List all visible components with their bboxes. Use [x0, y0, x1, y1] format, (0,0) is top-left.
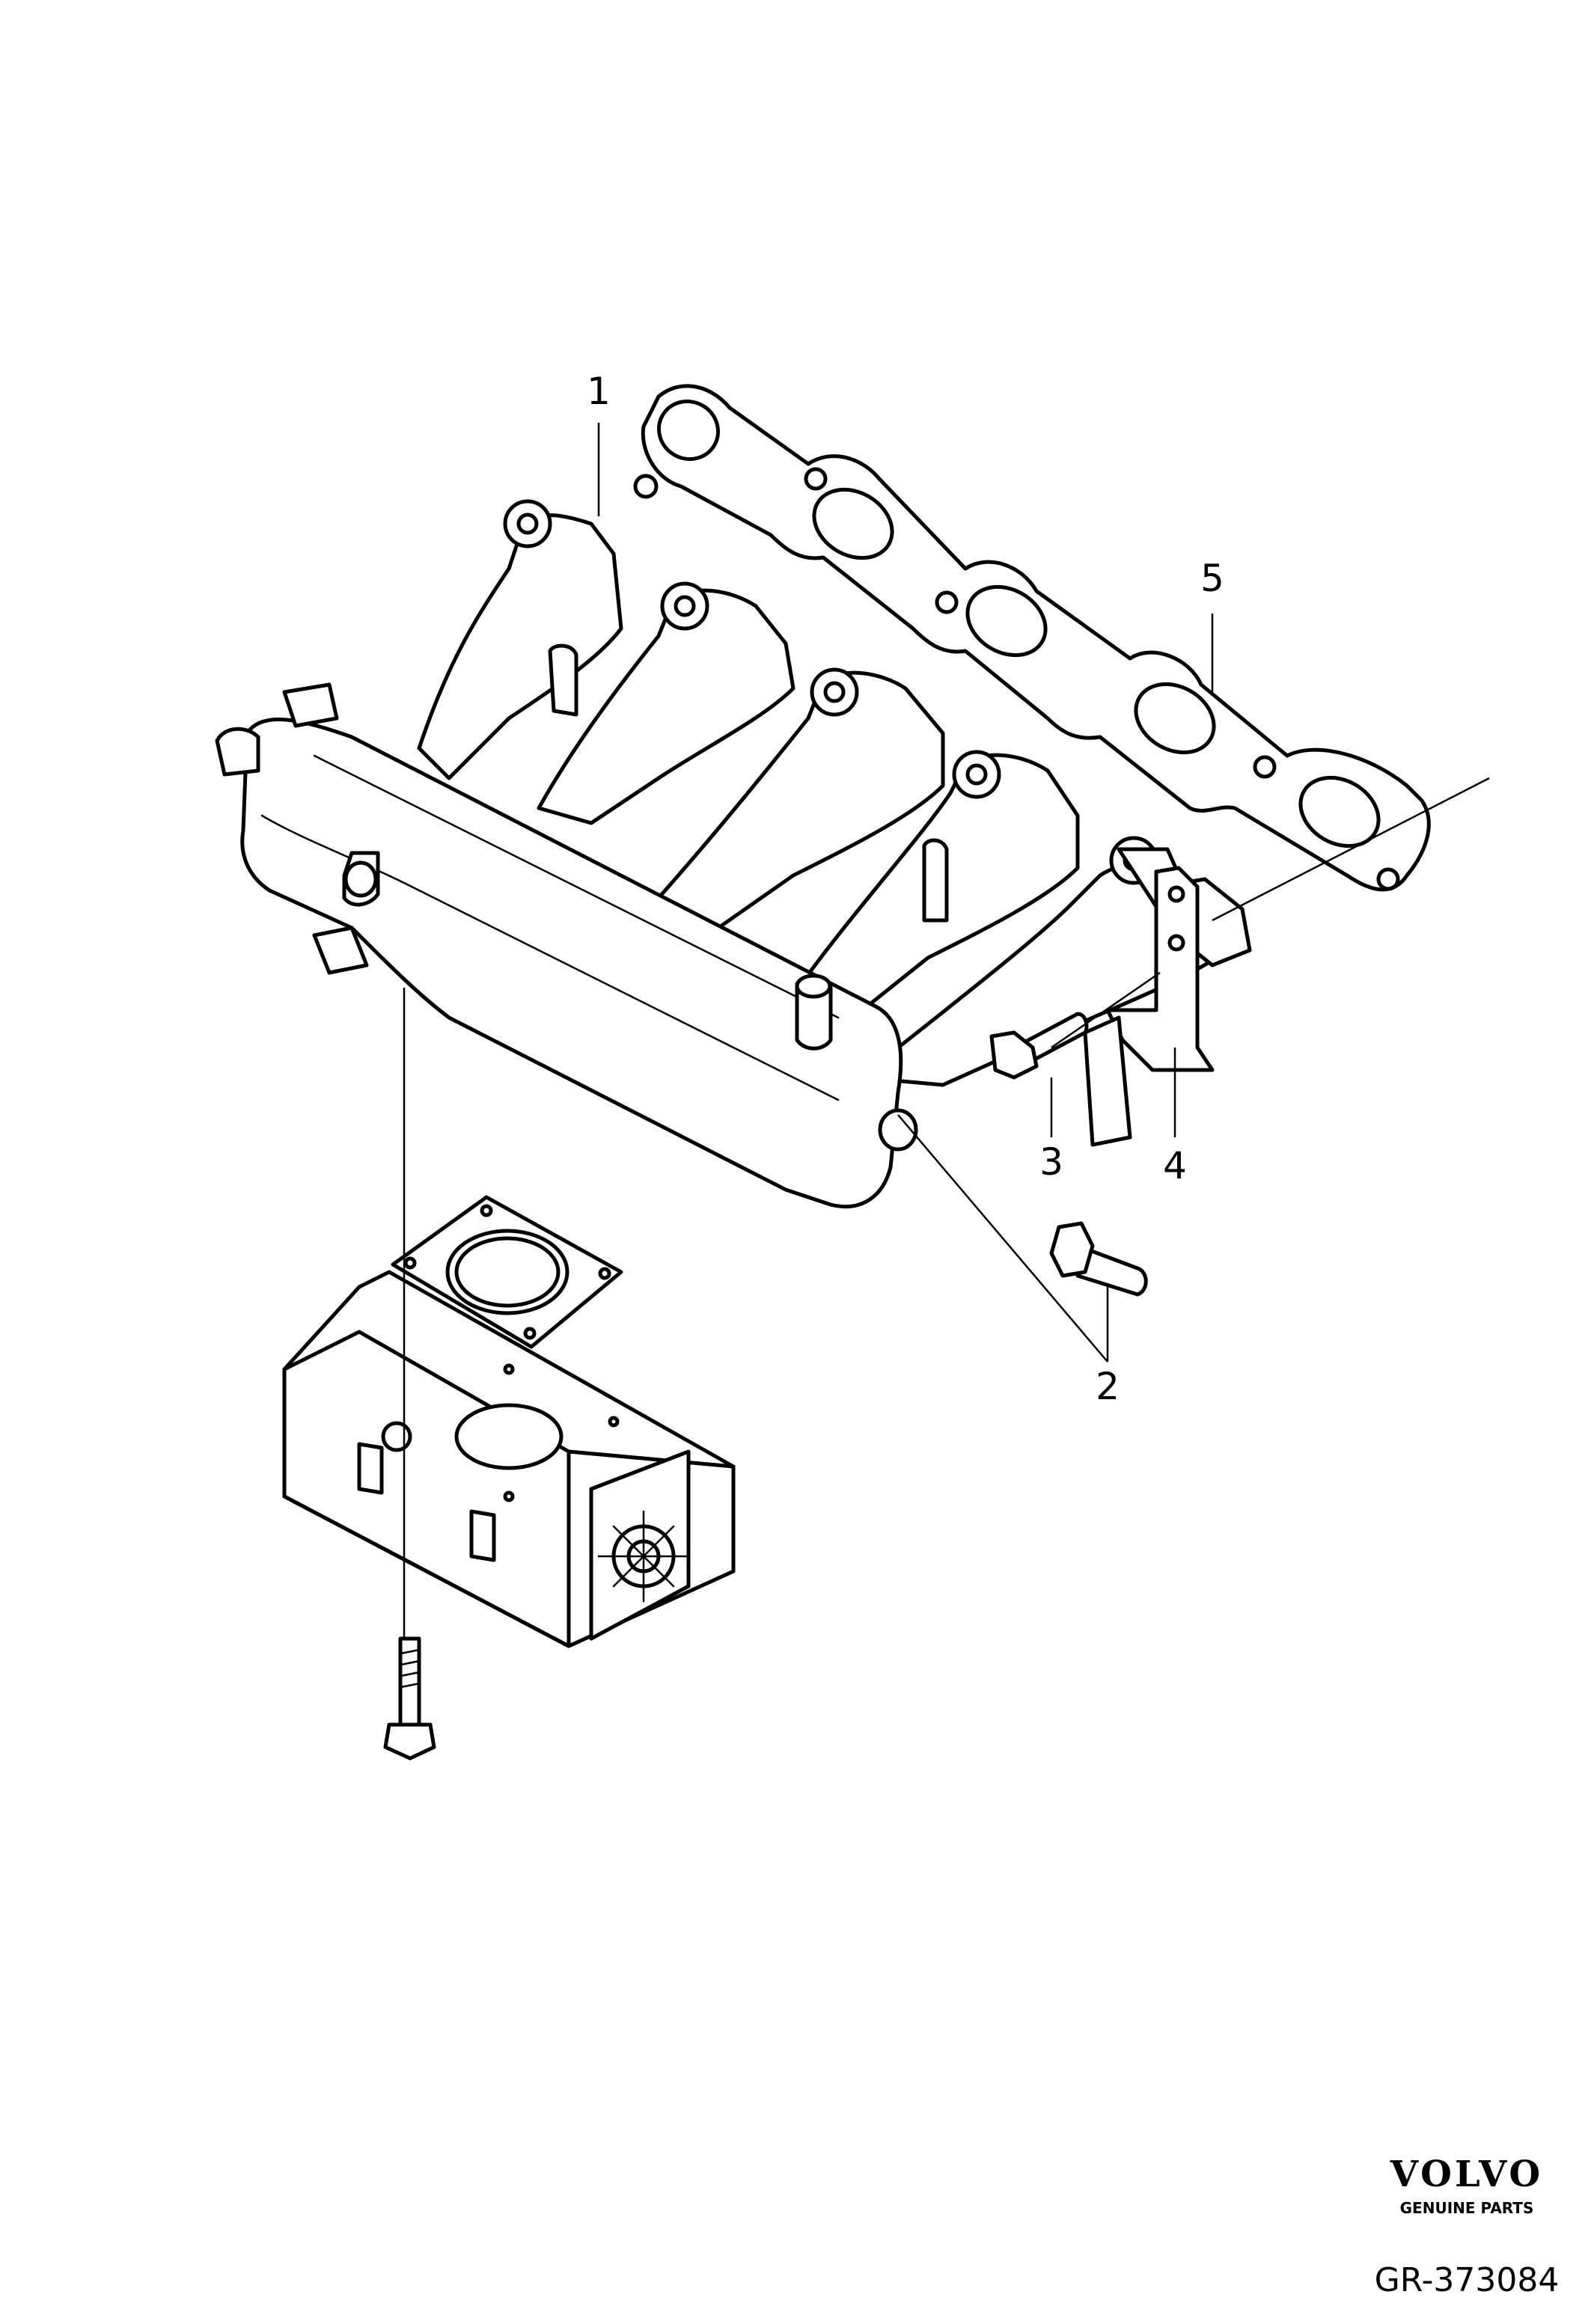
- bracket: [1083, 866, 1215, 1147]
- callout-4: 4: [1163, 1144, 1187, 1187]
- leader-4b: [1212, 777, 1490, 922]
- leader-3b: [1051, 971, 1161, 1049]
- brand-logo: VOLVO: [1390, 2153, 1543, 2195]
- intake-manifold: [215, 499, 1252, 1209]
- throttle-housing: [282, 1270, 736, 1648]
- bolt: [1049, 1221, 1148, 1297]
- brand-tagline: GENUINE PARTS: [1400, 2199, 1534, 2217]
- intake-manifold-gasket: [633, 384, 1431, 892]
- callout-3: 3: [1039, 1140, 1063, 1184]
- callout-5: 5: [1200, 557, 1224, 600]
- reference-code: GR-373084: [1375, 2261, 1560, 2299]
- callout-1: 1: [587, 370, 611, 413]
- throttle-gasket: [391, 1195, 623, 1349]
- long-bolt: [383, 1636, 436, 1761]
- bolt-small: [989, 1012, 1089, 1080]
- callout-2: 2: [1096, 1365, 1120, 1408]
- leader-2: [897, 1114, 1108, 1363]
